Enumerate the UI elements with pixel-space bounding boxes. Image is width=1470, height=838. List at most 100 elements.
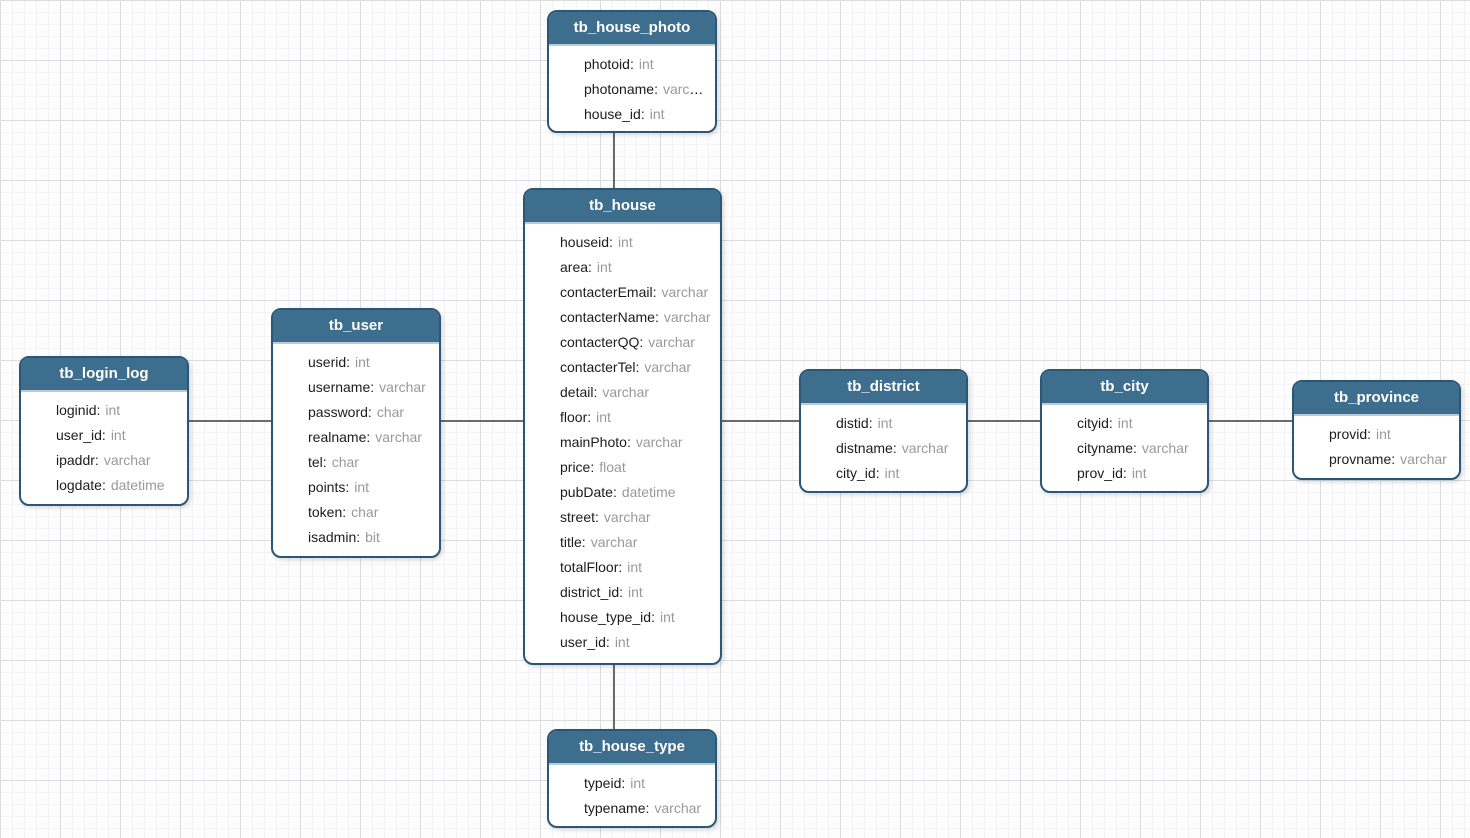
table-field: loginid int: [21, 398, 187, 423]
table-field: distidint: [801, 411, 966, 436]
table-field: photonamevarchar: [549, 77, 715, 102]
field-type: int: [355, 354, 370, 370]
table-field: streetvarchar: [525, 505, 720, 530]
table-field: pricefloat: [525, 455, 720, 480]
table-title[interactable]: tb_user: [273, 310, 439, 344]
table-node-tb_district[interactable]: tb_districtdistidintdistnamevarcharcity_…: [799, 369, 968, 493]
field-type: varchar: [663, 309, 711, 325]
field-name: tel: [308, 454, 327, 470]
table-node-tb_user[interactable]: tb_useruseridintusernamevarcharpasswordc…: [271, 308, 441, 558]
field-name: password: [308, 404, 372, 420]
field-type: datetime: [110, 477, 165, 493]
field-type: varchar: [375, 429, 422, 445]
field-type: varchar: [1400, 451, 1447, 467]
table-node-tb_house_photo[interactable]: tb_house_photophotoidintphotonamevarchar…: [547, 10, 717, 133]
table-field: house_type_idint: [525, 605, 720, 630]
field-type: bit: [365, 529, 380, 545]
table-node-tb_province[interactable]: tb_provinceprovidintprovnamevarchar: [1292, 380, 1461, 480]
table-field: pointsint: [273, 475, 439, 500]
field-name: contacterEmail: [560, 284, 656, 300]
table-node-tb_house_type[interactable]: tb_house_typetypeidinttypenamevarchar: [547, 729, 717, 828]
table-field: citynamevarchar: [1042, 436, 1207, 461]
table-field: floor int: [525, 405, 720, 430]
field-name: house_type_id: [560, 609, 655, 625]
table-field: ipaddrvarchar: [21, 448, 187, 473]
field-type: int: [1131, 465, 1147, 481]
table-field: user_idint: [525, 630, 720, 655]
table-node-tb_login_log[interactable]: tb_login_logloginidintuser_idintipaddrva…: [19, 356, 189, 506]
table-node-tb_city[interactable]: tb_citycityidintcitynamevarcharprov_idin…: [1040, 369, 1209, 493]
table-title[interactable]: tb_city: [1042, 371, 1207, 405]
table-field: detailvarchar: [525, 380, 720, 405]
table-field: passwordchar: [273, 400, 439, 425]
field-name: contacterName: [560, 309, 659, 325]
field-name: floor: [560, 409, 591, 425]
table-field-list: useridintusernamevarcharpasswordcharreal…: [273, 344, 439, 550]
field-name: pubDate: [560, 484, 617, 500]
field-name: logdate: [56, 477, 106, 493]
field-name: provid: [1329, 426, 1371, 442]
field-name: isadmin: [308, 529, 360, 545]
connector-tb_house_photo-tb_house: [613, 133, 615, 188]
table-title[interactable]: tb_login_log: [21, 358, 187, 392]
table-field: contacterNamevarchar: [525, 305, 720, 330]
field-name: contacterTel: [560, 359, 639, 375]
field-name: realname: [308, 429, 370, 445]
field-name: photoid: [584, 56, 634, 72]
table-field: house_idint: [549, 102, 715, 127]
table-field-list: photoidintphotonamevarcharhouse_idint: [549, 46, 715, 127]
table-title[interactable]: tb_house: [525, 190, 720, 224]
field-name: cityname: [1077, 440, 1137, 456]
field-type: varchar: [602, 384, 650, 400]
connector-tb_login_log-tb_user: [189, 420, 271, 422]
table-title[interactable]: tb_district: [801, 371, 966, 405]
field-name: area: [560, 259, 592, 275]
table-field: prov_idint: [1042, 461, 1207, 486]
field-name: price: [560, 459, 594, 475]
field-name: userid: [308, 354, 350, 370]
field-name: totalFloor: [560, 559, 622, 575]
field-type: char: [351, 504, 379, 520]
field-type: int: [110, 427, 126, 443]
table-field: userid int: [273, 350, 439, 375]
table-node-tb_house[interactable]: tb_househouseidintareaintcontacterEmailv…: [523, 188, 722, 665]
table-field: telchar: [273, 450, 439, 475]
field-type: int: [1376, 426, 1391, 442]
field-name: photoname: [584, 81, 658, 97]
field-name: ipaddr: [56, 452, 99, 468]
field-type: int: [628, 584, 643, 600]
table-title[interactable]: tb_province: [1294, 382, 1459, 416]
table-field: usernamevarchar: [273, 375, 439, 400]
field-name: loginid: [56, 402, 100, 418]
table-field: titlevarchar: [525, 530, 720, 555]
table-field: cityidint: [1042, 411, 1207, 436]
table-field: city_idint: [801, 461, 966, 486]
table-field: isadmin bit: [273, 525, 439, 550]
field-type: varchar: [648, 334, 695, 350]
field-type: int: [617, 234, 633, 250]
field-type: int: [105, 402, 121, 418]
table-title[interactable]: tb_house_type: [549, 731, 715, 765]
field-name: title: [560, 534, 586, 550]
table-field: distnamevarchar: [801, 436, 966, 461]
connector-tb_house-tb_house_type: [613, 665, 615, 729]
table-field: typenamevarchar: [549, 796, 715, 821]
table-field-list: cityidintcitynamevarcharprov_idint: [1042, 405, 1207, 486]
field-type: varchar: [1141, 440, 1189, 456]
field-type: int: [614, 634, 630, 650]
field-type: char: [331, 454, 359, 470]
field-name: distid: [836, 415, 873, 431]
field-type: char: [376, 404, 405, 420]
field-type: int: [596, 409, 611, 425]
field-type: int: [596, 259, 612, 275]
connector-tb_city-tb_province: [1209, 420, 1292, 422]
table-field: user_idint: [21, 423, 187, 448]
field-type: datetime: [621, 484, 676, 500]
field-type: int: [877, 415, 893, 431]
table-field-list: distidintdistnamevarcharcity_idint: [801, 405, 966, 486]
field-name: distname: [836, 440, 897, 456]
table-field: totalFloorint: [525, 555, 720, 580]
table-title[interactable]: tb_house_photo: [549, 12, 715, 46]
table-field: mainPhotovarchar: [525, 430, 720, 455]
